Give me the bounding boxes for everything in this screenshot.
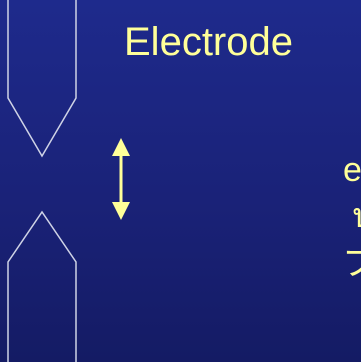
text-line-3: フ (342, 245, 361, 283)
slide-title: Electrode (124, 20, 293, 64)
text-line-2: ป (352, 196, 361, 236)
lower-electrode (7, 210, 77, 362)
text-line-1: e (343, 151, 361, 189)
gap-arrow-icon (112, 138, 130, 220)
upper-electrode (7, 0, 77, 158)
